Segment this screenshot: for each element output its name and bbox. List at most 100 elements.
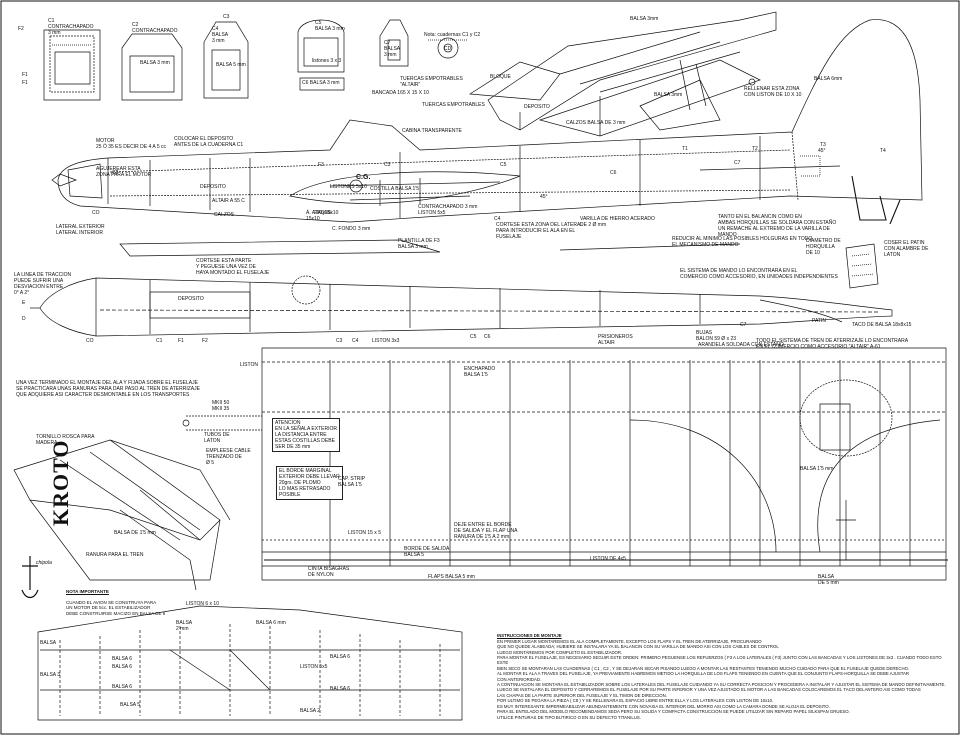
stabilizer-plan — [37, 605, 463, 721]
label-cabin-cd: CD — [444, 46, 452, 52]
label-cabin-balsa: BALSA 3mm — [630, 16, 659, 22]
label-former-c2: C2 CONTRACHAPADO — [132, 22, 178, 34]
label-stab-balsa: BALSA — [40, 640, 57, 646]
label-tornillo: TORNILLO ROSCA PARA MADERA — [36, 434, 95, 446]
label-c5: C5 — [500, 162, 507, 168]
label-cabin-balsa3: BALSA 3mm — [654, 92, 683, 98]
label-tail-pasa: DIAMETRO DE HORQUILLA DE 10 — [806, 238, 841, 256]
label-iso-balsa: BALSA DE 1'5 mm — [114, 530, 156, 536]
label-angulo: Á. ATAQUE 15x10 — [306, 210, 332, 222]
side-view-fuselage — [51, 19, 923, 257]
label-cabin-deposito: DEPOSITO — [524, 104, 550, 110]
label-tubos: TUBOS DE LATON — [204, 432, 230, 444]
label-todo: TODO EL SISTEMA DE TREN DE ATERRIZAJE LO… — [756, 338, 909, 350]
label-cabin-cabina: CABINA TRANSPARENTE — [402, 128, 462, 134]
top-view-fuselage — [30, 275, 893, 337]
former-c1 — [43, 29, 101, 101]
label-angle-45-b: 45° — [540, 194, 548, 200]
label-top-f2: F2 — [202, 338, 208, 344]
label-t3: T3 — [820, 142, 826, 148]
label-motor: MOTOR 25 Ó 35 ES DECIR DE 4 A 5 cc — [96, 138, 167, 150]
brand-maker: chipola — [36, 560, 52, 566]
label-ranura: RANURA PARA EL TREN — [86, 552, 144, 558]
label-stab-balsa3: BALSA 3 — [40, 672, 61, 678]
label-top-c1: C1 — [156, 338, 163, 344]
label-stab-liston: LISTON 6 x 10 — [186, 601, 219, 607]
label-cap-strip: CAP. STRIP BALSA 1'5 — [338, 476, 366, 488]
label-lateral: LATERAL EXTERIOR LATERAL INTERIOR — [56, 224, 105, 236]
label-patin: PATIN — [812, 318, 826, 324]
label-c4: C4 — [494, 216, 501, 222]
label-t4: T4 — [880, 148, 886, 154]
label-cabin-calzos: CALZOS BALSA DE 3 mm — [566, 120, 626, 126]
note-title: NOTA IMPORTANTE — [66, 588, 109, 594]
instructions-body: EN PRIMER LUGAR MONTAREMOS EL ALA COMPLE… — [497, 638, 946, 720]
label-former-c1: C1 CONTRACHAPADO 3 mm — [48, 18, 94, 36]
label-balsa6: BALSA 6mm — [814, 76, 843, 82]
label-arandela: ARANDELA SOLDADA CON ESTAÑO — [698, 342, 784, 348]
label-c7: C7 — [734, 160, 741, 166]
label-top-c5: C5 — [470, 334, 477, 340]
assembly-instructions: INSTRUCCIONES DE MONTAJE EN PRIMER LUGAR… — [497, 628, 947, 720]
label-top-c6: C6 — [484, 334, 491, 340]
note-important: NOTA IMPORTANTE CUANDO EL AVION SE CONST… — [66, 583, 186, 622]
label-wing-balsa15: BALSA 1'5 mm — [800, 466, 834, 472]
instructions-title: INSTRUCCIONES DE MONTAJE — [497, 633, 562, 639]
label-stab-balsa6d: BALSA 6 — [112, 684, 133, 690]
note-body: CUANDO EL AVION SE CONSTRUYA PARA UN MOT… — [66, 599, 166, 616]
label-top-f1: F1 — [178, 338, 184, 344]
brand-logo: KROTO — [48, 439, 73, 526]
former-c5 — [297, 19, 345, 91]
label-corte: CORTESE ESTA ZONA DEL LATERAL PARA INTRO… — [496, 222, 584, 240]
label-former-c6: C6 BALSA 3 mm — [302, 80, 340, 86]
label-cabin-bancada: BANCADA 165 X 15 X 10 — [372, 90, 429, 96]
label-una-vez: UNA VEZ TERMINADO EL MONTAJE DEL ALA Y F… — [16, 380, 200, 398]
label-agujerear: AGUJEREAR ESTA ZONA PARA EL MOTOR — [96, 166, 152, 178]
label-cabin-tuercas2: TUERCAS EMPOTRABLES — [422, 102, 485, 108]
label-stab-balsa5: BALSA 5 — [120, 702, 141, 708]
label-stab-balsa6f: BALSA 6 — [330, 686, 351, 692]
label-atencion: ATENCION EN LA SEÑALA EXTERIOR LA DISTAN… — [272, 418, 340, 452]
label-listones: LISTONES 5x10 — [330, 184, 367, 190]
label-borde-salida: BORDE DE SALIDA BALSA 5 — [404, 546, 450, 558]
label-costilla: COSTILLA BALSA 1'5 — [370, 186, 420, 192]
label-borde-marginal: EL BORDE MARGINAL EXTERIOR DEBE LLEVAR 2… — [276, 466, 343, 500]
label-former-c3: C3 — [223, 14, 230, 20]
label-wing-liston: LISTON — [240, 362, 258, 368]
label-empleese: EMPLEESE CABLE TRENZADO DE Ø 5 — [206, 448, 251, 466]
label-cabin-bloque: BLOQUE — [490, 74, 511, 80]
motor-spinner-front — [428, 37, 468, 59]
label-stab-balsa6e: BALSA 6 — [330, 654, 351, 660]
label-top-co: CO — [86, 338, 94, 344]
former-c7 — [379, 19, 409, 67]
label-angle-45: 45° — [818, 148, 826, 154]
label-traccion: LA LINEA DE TRACCION PUEDE SUFRIR UNA DE… — [14, 272, 72, 296]
label-f1-b: F1 — [22, 80, 28, 86]
label-liston15: LISTON 15 x 5 — [348, 530, 381, 536]
label-top-e: E — [22, 300, 26, 306]
label-former-c5: C5 BALSA 3 mm — [315, 20, 345, 32]
label-former-balsa3: BALSA 3 mm — [140, 60, 170, 66]
label-top-c3: C3 — [336, 338, 343, 344]
label-c6: C6 — [610, 170, 617, 176]
label-side-deposito: DEPOSITO — [200, 184, 226, 190]
label-cabin-rellenar: RELLENAR ESTA ZONA CON LISTON DE 10 X 10 — [744, 86, 802, 98]
label-former-balsa5: BALSA 5 mm — [216, 62, 246, 68]
former-c3 — [203, 21, 249, 99]
label-f1: F1 — [22, 72, 28, 78]
cabin-isometric — [468, 11, 777, 137]
label-mkii: MKII 50 MKII 35 — [212, 400, 230, 412]
label-f3: F3 — [318, 162, 324, 168]
label-top-c7: C7 — [740, 322, 747, 328]
former-c2 — [121, 33, 183, 101]
label-stab-balsa6: BALSA 6 mm — [256, 620, 286, 626]
label-bujas: BUJAS BALON 59 Ø x 23 — [696, 330, 737, 342]
label-dejese: DEJE ENTRE EL BORDE DE SALIDA Y EL FLAP … — [454, 522, 518, 540]
label-liston4: LISTON DE 4x5 — [590, 556, 626, 562]
tail-skid-plate — [845, 243, 879, 289]
label-taco: TACO DE BALSA 18x8x15 — [852, 322, 912, 328]
label-deposito-note: COLOCAR EL DEPOSITO ANTES DE LA CUADERNA… — [174, 136, 244, 148]
label-cinta: CINTA BISAGRAS DE NYLON — [308, 566, 350, 578]
label-side-co: CO — [92, 210, 100, 216]
